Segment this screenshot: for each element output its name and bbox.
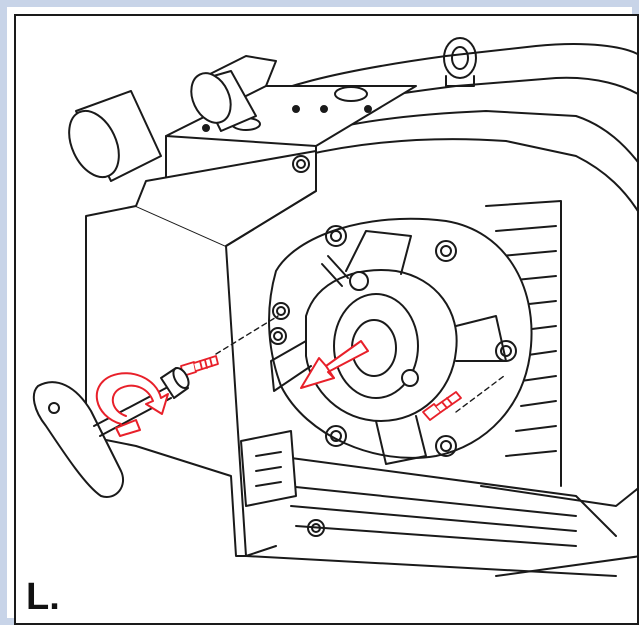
base-rails	[245, 422, 617, 577]
figure-panel: L.	[14, 14, 639, 625]
step-label: L.	[26, 576, 60, 618]
lifting-eye	[443, 37, 477, 87]
shaft-hub	[321, 255, 419, 399]
sleeve-nut	[160, 367, 190, 399]
screw-icon	[180, 355, 219, 377]
guide-lines	[215, 315, 505, 413]
pull-arrow-icon	[300, 340, 369, 389]
screw-icon	[422, 391, 462, 421]
left-foot	[240, 430, 297, 507]
lower-panel	[480, 485, 637, 577]
exhaust-stubs	[68, 70, 257, 182]
rotate-arrow-icon	[95, 372, 169, 437]
pump-disassembly-illustration	[32, 37, 637, 577]
